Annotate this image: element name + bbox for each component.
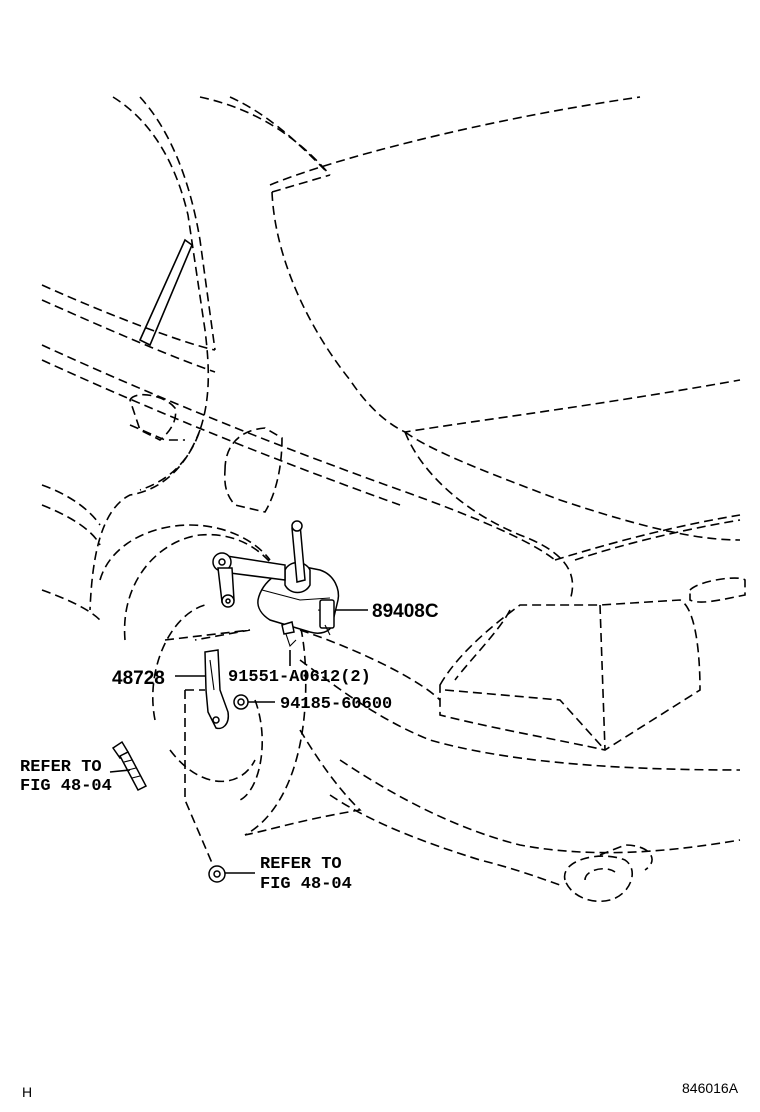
label-48728: 48728 [112,668,165,689]
refer-label-line2-a: FIG 48-04 [20,777,112,796]
footer-left-mark: H [22,1084,32,1100]
refer-label-line1-b: REFER TO [260,855,342,874]
refer-label-line1-a: REFER TO [20,758,102,777]
label-89408C: 89408C [372,601,439,622]
refer-label-line2-b: FIG 48-04 [260,875,352,894]
bolt-91551-A0612 [281,621,297,648]
sensor-link-rod [217,567,235,608]
label-91551-A0612: 91551-A0612(2) [228,668,371,687]
bolt-refer-fig-48-04 [111,740,148,791]
bracket-48728 [204,649,230,730]
nut-refer-fig-48-04 [208,865,226,883]
height-control-sensor-89408C [212,520,340,636]
nut-94185-60600 [233,694,249,710]
figure-code: 846016A [682,1080,739,1096]
hidden-lines [184,689,216,871]
callout-leaders [109,609,368,874]
label-94185-60600: 94185-60600 [280,695,392,714]
vehicle-body-outline [41,96,746,902]
